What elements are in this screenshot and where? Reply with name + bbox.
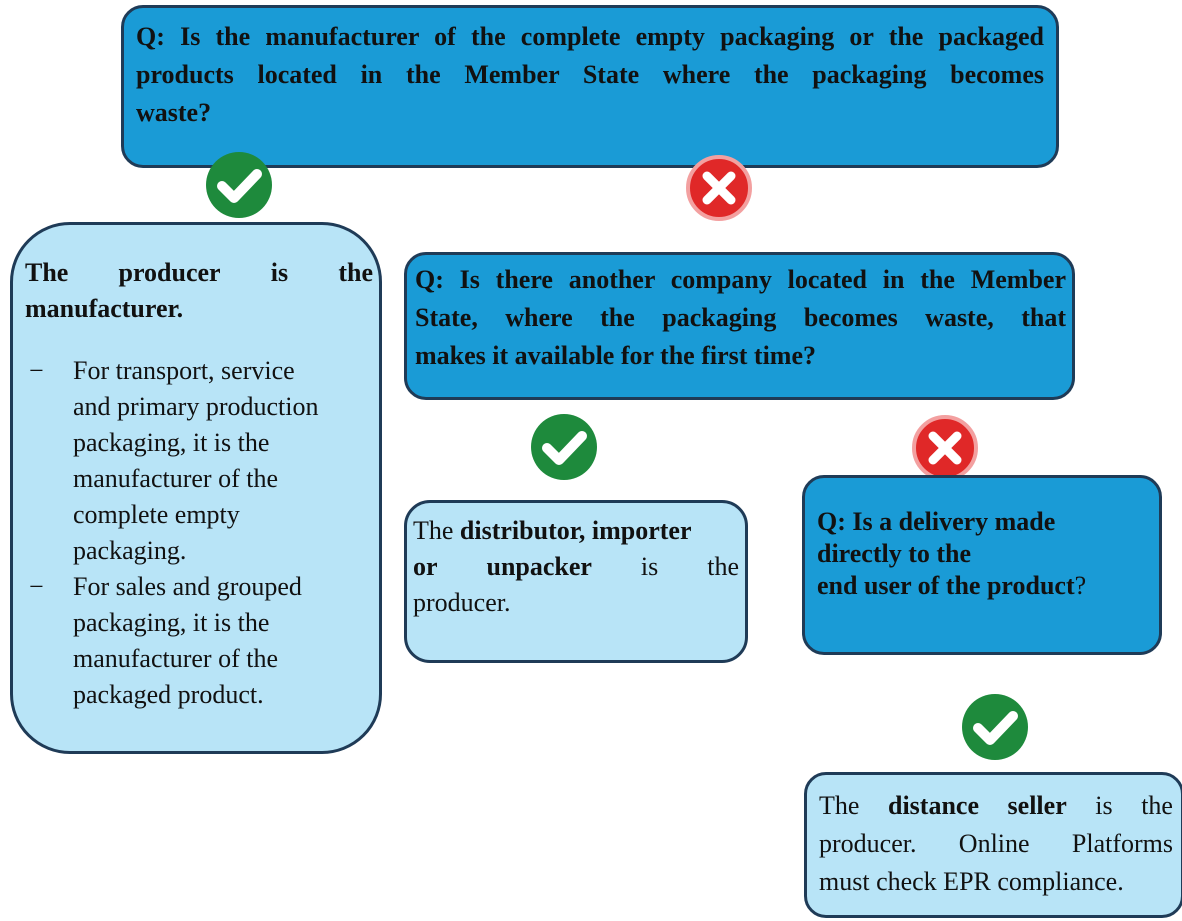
question-line: Q: Is the manufacturer of the complete e… (136, 22, 1044, 51)
answer-heading: The producer is the (25, 258, 373, 287)
answer-box-distributor: The distributor, importer or unpacker is… (404, 500, 748, 663)
question-line: end user of the product? (817, 571, 1087, 600)
dash-bullet: − (29, 572, 44, 601)
question-line: State, where the packaging becomes waste… (415, 303, 1066, 332)
list-item: − For transport, service and primary pro… (25, 353, 333, 569)
answer-line: must check EPR compliance. (819, 867, 1124, 896)
answer-bold-text: distributor, importer (459, 516, 692, 545)
answer-line: or unpacker is the (413, 552, 739, 581)
list-item: − For sales and grouped packaging, it is… (25, 569, 333, 713)
bullet-list: − For transport, service and primary pro… (25, 353, 373, 713)
cross-icon (686, 155, 752, 221)
answer-heading: manufacturer. (25, 294, 184, 323)
question-line: Q: Is a delivery made (817, 507, 1056, 536)
question-box-delivery: Q: Is a delivery made directly to the en… (802, 475, 1162, 655)
answer-line: producer. Online Platforms (819, 829, 1173, 858)
answer-line: The distributor, importer (413, 516, 692, 545)
check-icon (962, 694, 1028, 760)
check-icon (206, 152, 272, 218)
check-icon (531, 414, 597, 480)
question-line: Q: Is there another company located in t… (415, 265, 1066, 294)
question-line: products located in the Member State whe… (136, 60, 1044, 89)
answer-box-distance-seller: The distance seller is the producer. Onl… (804, 772, 1182, 918)
answer-box-manufacturer: The producer is the manufacturer. − For … (10, 222, 382, 754)
question-box-another-company: Q: Is there another company located in t… (404, 252, 1075, 400)
question-line: makes it available for the first time? (415, 341, 816, 370)
answer-line: The distance seller is the (819, 791, 1173, 820)
answer-line: producer. (413, 588, 511, 617)
question-line: waste? (136, 98, 212, 127)
question-line: directly to the (817, 539, 972, 568)
dash-bullet: − (29, 356, 44, 385)
cross-icon (912, 415, 978, 481)
question-box-manufacturer-location: Q: Is the manufacturer of the complete e… (121, 5, 1059, 168)
